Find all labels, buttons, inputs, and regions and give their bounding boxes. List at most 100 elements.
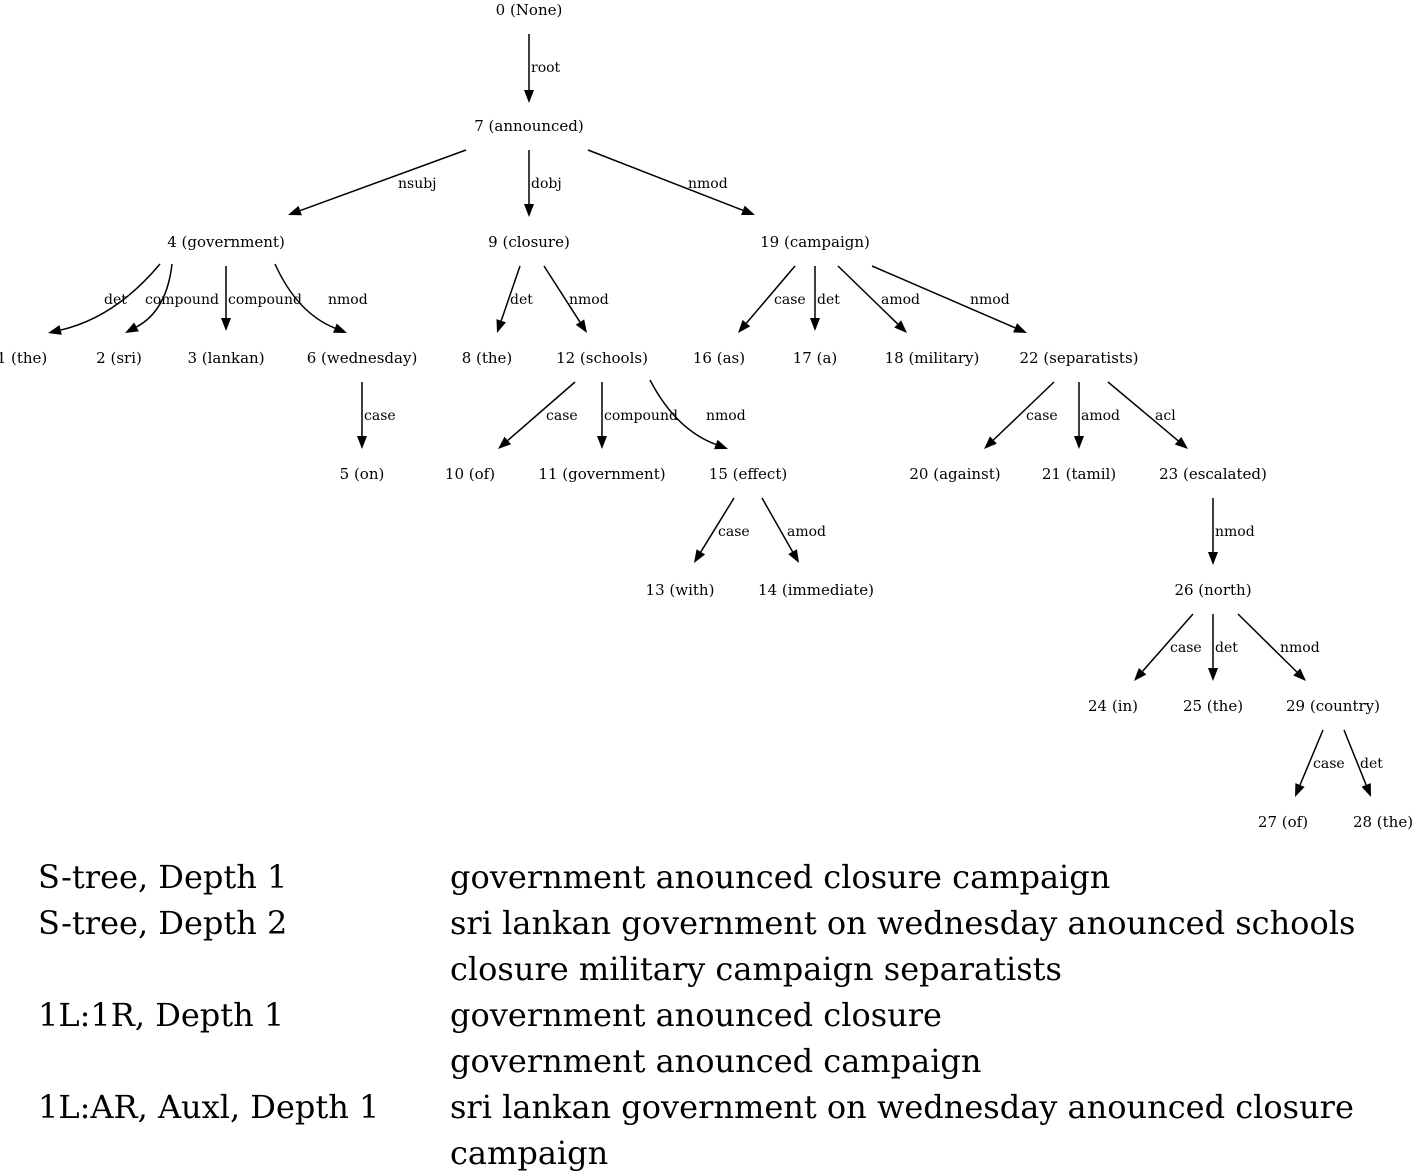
arrowhead: [1361, 783, 1371, 797]
example-label-empty: [38, 946, 450, 992]
edge-n19-n18: amod: [837, 265, 920, 333]
node-n22: 22 (separatists): [1019, 349, 1138, 367]
node-n29: 29 (country): [1286, 697, 1380, 715]
edge-line: [543, 265, 581, 323]
arrowhead: [333, 323, 347, 333]
edge-line: [871, 265, 1016, 329]
edge-n4-n3: compound: [221, 266, 302, 331]
edge-n19-n22: nmod: [871, 265, 1027, 333]
edge-n26-n29: nmod: [1237, 613, 1320, 681]
edge-line: [587, 149, 744, 211]
edge-line: [1142, 613, 1194, 672]
edge-label: nmod: [1280, 640, 1320, 656]
arrowhead: [357, 436, 367, 449]
arrowhead: [288, 205, 302, 216]
node-n26: 26 (north): [1174, 581, 1251, 599]
example-text: government anounced closure: [450, 996, 942, 1034]
arrowhead: [125, 322, 139, 333]
arrowhead: [1013, 323, 1027, 333]
edge-label: amod: [787, 524, 826, 540]
edge-line: [1299, 729, 1324, 786]
example-row: 1L:AR, Auxl, Depth 1 sri lankan governme…: [38, 1084, 1380, 1130]
edge-line: [1343, 729, 1367, 786]
node-n13: 13 (with): [646, 581, 715, 599]
example-row: government anounced campaign: [38, 1038, 1380, 1084]
arrowhead: [741, 205, 755, 215]
example-label: 1L:AR, Auxl, Depth 1: [38, 1088, 380, 1126]
edge-n19-n16: case: [738, 265, 806, 333]
node-n18: 18 (military): [885, 349, 980, 367]
example-row: S-tree, Depth 1 government anounced clos…: [38, 854, 1380, 900]
edge-n7-n9: dobj: [524, 150, 562, 217]
edge-n22-n23: acl: [1107, 381, 1188, 449]
arrowhead: [575, 319, 587, 333]
arrowhead: [1134, 667, 1147, 681]
arrowhead: [597, 436, 607, 449]
node-n19: 19 (campaign): [760, 233, 870, 251]
example-text: closure military campaign separatists: [450, 950, 1062, 988]
edge-label: amod: [1081, 408, 1120, 424]
edge-n15-n14: amod: [761, 497, 826, 563]
edge-label: case: [718, 524, 750, 540]
edge-label: amod: [881, 292, 920, 308]
edge-n22-n21: amod: [1074, 382, 1120, 449]
node-n2: 2 (sri): [96, 349, 142, 367]
node-n24: 24 (in): [1088, 697, 1138, 715]
edge-label: compound: [228, 292, 302, 308]
arrowhead: [1295, 783, 1305, 797]
node-n5: 5 (on): [340, 465, 385, 483]
node-n25: 25 (the): [1183, 697, 1243, 715]
edge-label: nmod: [1215, 524, 1255, 540]
arrowhead: [498, 436, 512, 449]
node-n14: 14 (immediate): [758, 581, 874, 599]
edge-label: compound: [604, 408, 678, 424]
arrowhead: [894, 320, 907, 333]
edge-label: case: [1026, 408, 1058, 424]
arrowhead: [1208, 552, 1218, 565]
edge-label: det: [510, 292, 533, 308]
edge-line: [700, 497, 735, 553]
arrowhead: [48, 325, 62, 335]
edge-n4-n6: nmod: [274, 263, 368, 333]
example-label: 1L:1R, Depth 1: [38, 996, 285, 1034]
node-n10: 10 (of): [445, 465, 495, 483]
example-row: S-tree, Depth 2 sri lankan government on…: [38, 900, 1380, 946]
edge-label: compound: [145, 292, 219, 308]
edge-n4-n1: det: [48, 263, 161, 335]
edge-line: [507, 381, 576, 442]
edge-label: nmod: [706, 408, 746, 424]
example-row: closure military campaign separatists: [38, 946, 1380, 992]
arrowhead: [1174, 436, 1188, 449]
node-n8: 8 (the): [462, 349, 513, 367]
node-n6: 6 (wednesday): [307, 349, 418, 367]
edge-label: det: [817, 292, 840, 308]
edge-label: nmod: [328, 292, 368, 308]
edge-label: case: [774, 292, 806, 308]
node-n7: 7 (announced): [474, 117, 584, 135]
arrowhead: [810, 318, 820, 331]
edge-line: [274, 263, 336, 329]
arrowhead: [984, 436, 997, 449]
edge-label: det: [1360, 756, 1383, 772]
edge-label: nmod: [688, 176, 728, 192]
edge-label: dobj: [531, 176, 562, 192]
edge-line: [500, 265, 521, 321]
edge-n26-n24: case: [1134, 613, 1202, 681]
edge-line: [1107, 381, 1179, 442]
edge-label: nmod: [970, 292, 1010, 308]
node-n4: 4 (government): [167, 233, 285, 251]
edge-n12-n15: nmod: [649, 379, 746, 450]
edge-n12-n11: compound: [597, 382, 678, 449]
edge-label: nsubj: [398, 176, 437, 192]
arrowhead: [496, 319, 506, 333]
arrowhead: [694, 549, 706, 563]
node-n16: 16 (as): [693, 349, 745, 367]
node-n1: 1 (the): [0, 349, 47, 367]
edge-label: acl: [1155, 408, 1176, 424]
node-n17: 17 (a): [793, 349, 838, 367]
example-text: government anounced closure campaign: [450, 858, 1111, 896]
arrowhead: [1074, 436, 1084, 449]
edge-line: [60, 263, 161, 331]
edge-n29-n27: case: [1295, 729, 1345, 797]
